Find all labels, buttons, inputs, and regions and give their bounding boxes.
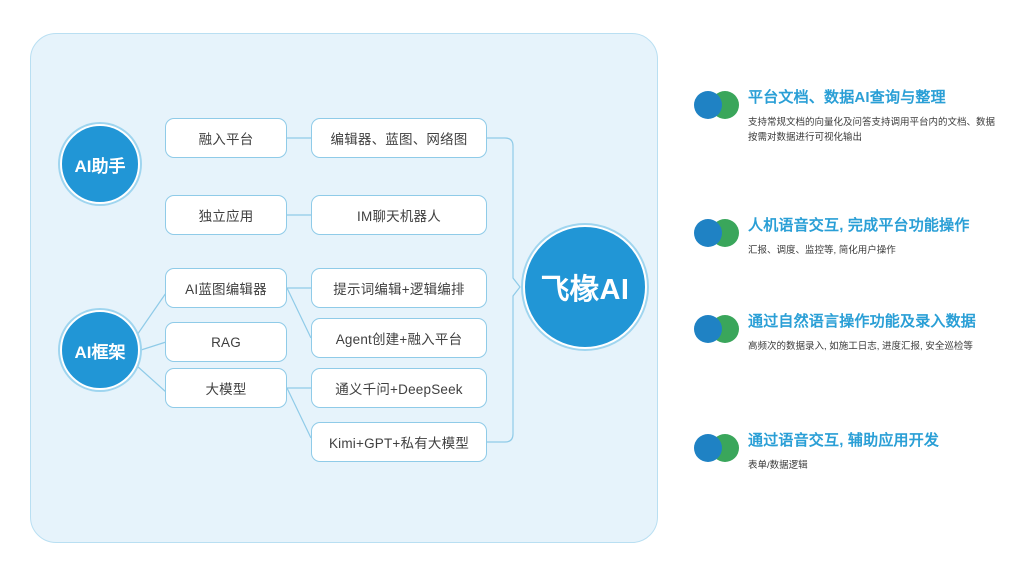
node-bianjiqi-lantu-wangluotu[interactable]: 编辑器、蓝图、网络图 bbox=[311, 118, 487, 158]
feature-description: 支持常规文档的向量化及问答支持调用平台内的文档、数据按需对数据进行可视化输出 bbox=[748, 117, 996, 143]
node-im-chatbot[interactable]: IM聊天机器人 bbox=[311, 195, 487, 235]
feature-title: 人机语音交互, 完成平台功能操作 bbox=[748, 217, 970, 234]
node-label: 独立应用 bbox=[198, 209, 254, 224]
bullet-blue-circle-icon bbox=[694, 91, 722, 119]
category-circle-ai-assistant[interactable]: AI助手 bbox=[60, 124, 140, 204]
node-label: 编辑器、蓝图、网络图 bbox=[330, 132, 468, 147]
node-da-moxing[interactable]: 大模型 bbox=[165, 368, 287, 408]
dual-circle-bullet-icon bbox=[694, 219, 740, 247]
feature-title: 平台文档、数据AI查询与整理 bbox=[748, 89, 946, 106]
category-label: AI助手 bbox=[74, 156, 126, 176]
feature-description: 汇报、调度、监控等, 简化用户操作 bbox=[748, 245, 896, 256]
bullet-blue-circle-icon bbox=[694, 219, 722, 247]
node-label: 提示词编辑+逻辑编排 bbox=[333, 282, 465, 297]
node-label: 大模型 bbox=[205, 382, 247, 397]
category-circle-ai-framework[interactable]: AI框架 bbox=[60, 310, 140, 390]
node-label: Agent创建+融入平台 bbox=[335, 332, 463, 347]
node-label: IM聊天机器人 bbox=[357, 209, 441, 224]
feature-description: 高频次的数据录入, 如施工日志, 进度汇报, 安全巡检等 bbox=[748, 341, 973, 352]
node-tongyi-deepseek[interactable]: 通义千问+DeepSeek bbox=[311, 368, 487, 408]
node-kimi-gpt-siyou[interactable]: Kimi+GPT+私有大模型 bbox=[311, 422, 487, 462]
dual-circle-bullet-icon bbox=[694, 91, 740, 119]
feature-description: 表单/数据逻辑 bbox=[748, 460, 808, 471]
node-ai-lantu-bianjiqi[interactable]: AI蓝图编辑器 bbox=[165, 268, 287, 308]
dual-circle-bullet-icon bbox=[694, 315, 740, 343]
node-tishici-bianji[interactable]: 提示词编辑+逻辑编排 bbox=[311, 268, 487, 308]
feature-title: 通过语音交互, 辅助应用开发 bbox=[748, 432, 940, 449]
bullet-blue-circle-icon bbox=[694, 434, 722, 462]
dual-circle-bullet-icon bbox=[694, 434, 740, 462]
node-label: 融入平台 bbox=[198, 132, 254, 147]
category-label: AI框架 bbox=[74, 342, 126, 362]
node-label: AI蓝图编辑器 bbox=[185, 282, 267, 297]
node-agent-chuangjian[interactable]: Agent创建+融入平台 bbox=[311, 318, 487, 358]
bullet-blue-circle-icon bbox=[694, 315, 722, 343]
node-rag[interactable]: RAG bbox=[165, 322, 287, 362]
node-label: RAG bbox=[211, 334, 241, 350]
node-rongru-pingtai[interactable]: 融入平台 bbox=[165, 118, 287, 158]
node-duli-yingyong[interactable]: 独立应用 bbox=[165, 195, 287, 235]
node-label: Kimi+GPT+私有大模型 bbox=[328, 436, 470, 451]
hub-circle-feiyuan-ai[interactable]: 飞椽AI bbox=[523, 225, 647, 349]
hub-label: 飞椽AI bbox=[540, 274, 630, 306]
node-label: 通义千问+DeepSeek bbox=[335, 382, 463, 397]
feature-title: 通过自然语言操作功能及录入数据 bbox=[748, 313, 977, 330]
